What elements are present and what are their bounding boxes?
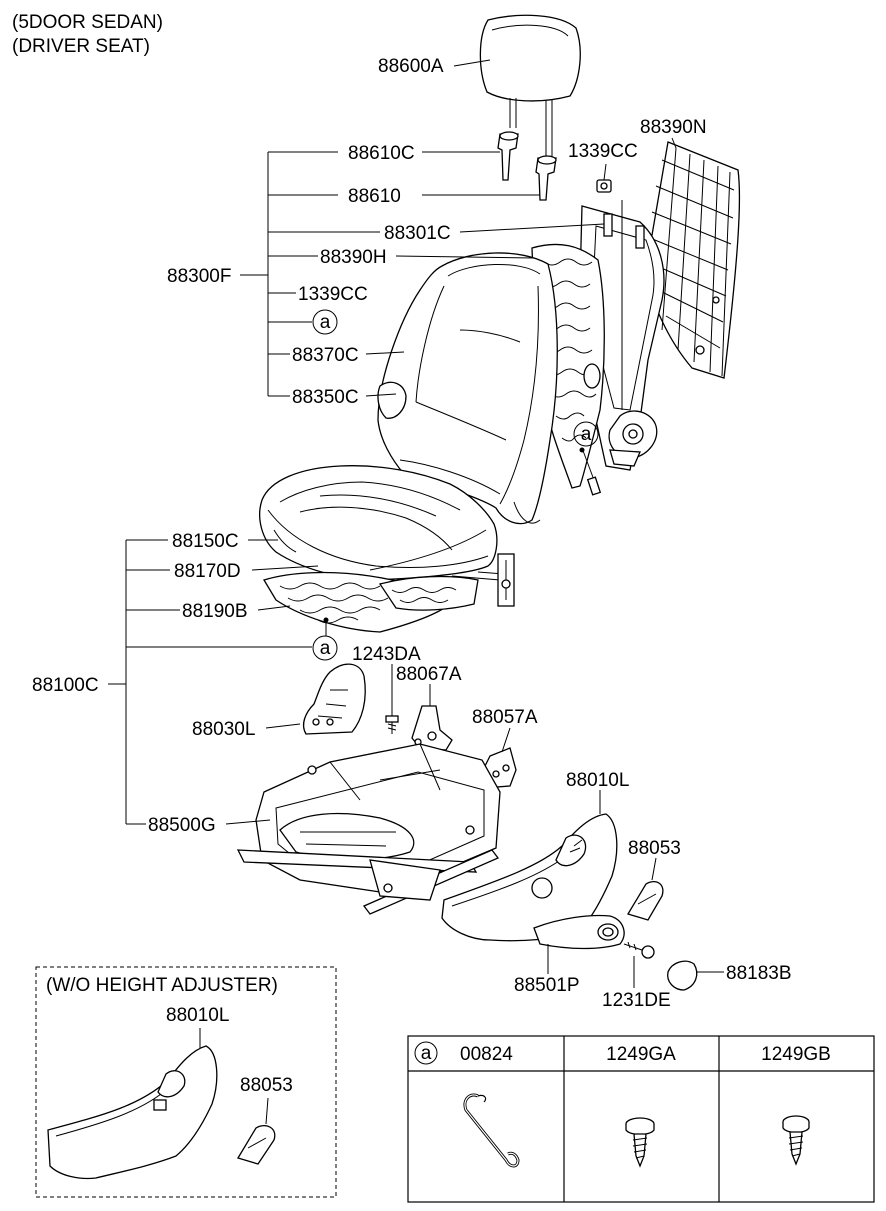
clip-marker-back-label: a (320, 312, 331, 333)
label-track: 88500G (148, 815, 216, 836)
label-back-covering: 88370C (292, 345, 359, 366)
label-back-pad-c: 88350C (292, 387, 359, 408)
cushion-clip-drawing (323, 617, 329, 634)
back-clip-drawing (579, 447, 602, 496)
clip-marker-back: a (312, 309, 338, 335)
clip-marker-cushion-label: a (320, 638, 331, 659)
inset-shield-label: 88010L (166, 1005, 229, 1026)
header-line-2: (DRIVER SEAT) (12, 36, 150, 57)
lever-drawing (533, 914, 625, 950)
seat-back-drawing (377, 252, 558, 525)
screw-1249GB-drawing (782, 1115, 810, 1166)
seat-cushion-drawing (259, 465, 498, 581)
clip-marker-cushion: a (312, 635, 338, 661)
screw-1249GA-drawing (625, 1117, 655, 1168)
seat-track-drawing (236, 743, 501, 915)
back-board-drawing (645, 141, 741, 379)
label-back-frame-cover: 88301C (384, 223, 451, 244)
clip-marker-frame-label: a (581, 424, 592, 445)
label-knob: 88053 (628, 838, 681, 859)
nut-upper-drawing (596, 179, 612, 193)
label-outer-shield: 88010L (566, 770, 629, 791)
leader-lines (108, 59, 724, 988)
cap-drawing (667, 960, 698, 991)
cushion-heater-drawing (378, 553, 515, 611)
label-bracket-b: 88057A (472, 707, 538, 728)
label-back-pad: 88390H (320, 247, 387, 268)
label-screw: 1231DE (602, 990, 671, 1011)
label-guide-c: 88610C (348, 143, 415, 164)
clip-marker-frame: a (573, 421, 599, 447)
guide-c-drawing (497, 131, 519, 181)
knob-drawing (627, 881, 664, 921)
label-bolt: 1243DA (352, 644, 421, 665)
label-inner-shield: 88030L (192, 719, 255, 740)
header-line-1: (5DOOR SEDAN) (12, 12, 163, 33)
table-header-00824: 00824 (460, 1044, 513, 1065)
outer-shield-drawing (441, 813, 618, 942)
bracket-a-drawing (411, 705, 453, 751)
label-cush-pad: 88170D (174, 561, 241, 582)
label-lever: 88501P (514, 975, 580, 996)
inset-box: (W/O HEIGHT ADJUSTER) 88010L 88053 (35, 966, 337, 1198)
label-back-board: 88390N (640, 117, 707, 138)
parts-table: a 00824 1249GA 1249GB (407, 1035, 875, 1203)
inner-shield-drawing (302, 663, 366, 735)
guide-drawing (535, 155, 557, 201)
label-guide: 88610 (348, 186, 401, 207)
table-header-a: a (421, 1043, 432, 1064)
label-cush-heater: 88190B (182, 601, 248, 622)
table-header-1249GA: 1249GA (606, 1044, 676, 1065)
inset-title: (W/O HEIGHT ADJUSTER) (46, 975, 278, 996)
label-headrest: 88600A (378, 56, 444, 77)
headrest-drawing (479, 14, 581, 160)
table-header-1249GB: 1249GB (761, 1044, 831, 1065)
label-cush-covering: 88150C (172, 531, 239, 552)
label-back-nut: 1339CC (298, 284, 368, 305)
wire-clip-drawing (463, 1093, 520, 1168)
table-header-clip-marker: a (414, 1041, 438, 1065)
inset-shield-drawing (47, 1045, 218, 1180)
label-back-assy: 88300F (167, 266, 231, 287)
label-bracket-a: 88067A (396, 664, 462, 685)
inset-knob-label: 88053 (240, 1075, 293, 1096)
label-cap: 88183B (726, 963, 792, 984)
bolt-drawing (385, 715, 399, 734)
screw-drawing (623, 941, 655, 959)
label-cush-assy: 88100C (32, 675, 99, 696)
label-nut-upper: 1339CC (568, 141, 638, 162)
inset-knob-drawing (237, 1125, 276, 1165)
